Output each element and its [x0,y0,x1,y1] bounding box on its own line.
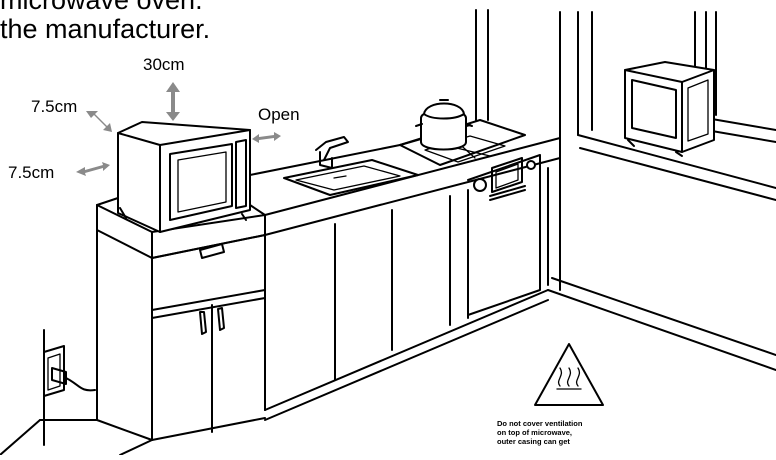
top-clearance-arrow [166,82,180,121]
power-socket-icon [44,346,95,396]
heading-line-1: microwave oven. [0,0,203,15]
pot [416,100,472,150]
ventilation-warning-text: Do not cover ventilation on top of micro… [497,419,637,446]
top-clearance-label: 30cm [143,56,185,74]
hot-surface-warning-icon [535,344,603,405]
counter [250,125,560,420]
warning-line-3: outer casing can get [497,437,637,446]
back-clearance-arrow [76,162,110,176]
side-clearance-arrow [86,111,112,132]
warning-line-1: Do not cover ventilation [497,419,637,428]
window-microwave-icon [625,62,714,156]
front-clearance-label: Open [258,106,300,124]
warning-line-2: on top of microwave, [497,428,637,437]
side-clearance-label: 7.5cm [31,98,77,116]
microwave-icon [118,122,250,232]
back-clearance-label: 7.5cm [8,164,54,182]
heading-line-2: the manufacturer. [0,14,210,44]
floor [40,420,152,455]
front-clearance-arrow [252,132,281,143]
microwave-cabinet [97,198,265,440]
